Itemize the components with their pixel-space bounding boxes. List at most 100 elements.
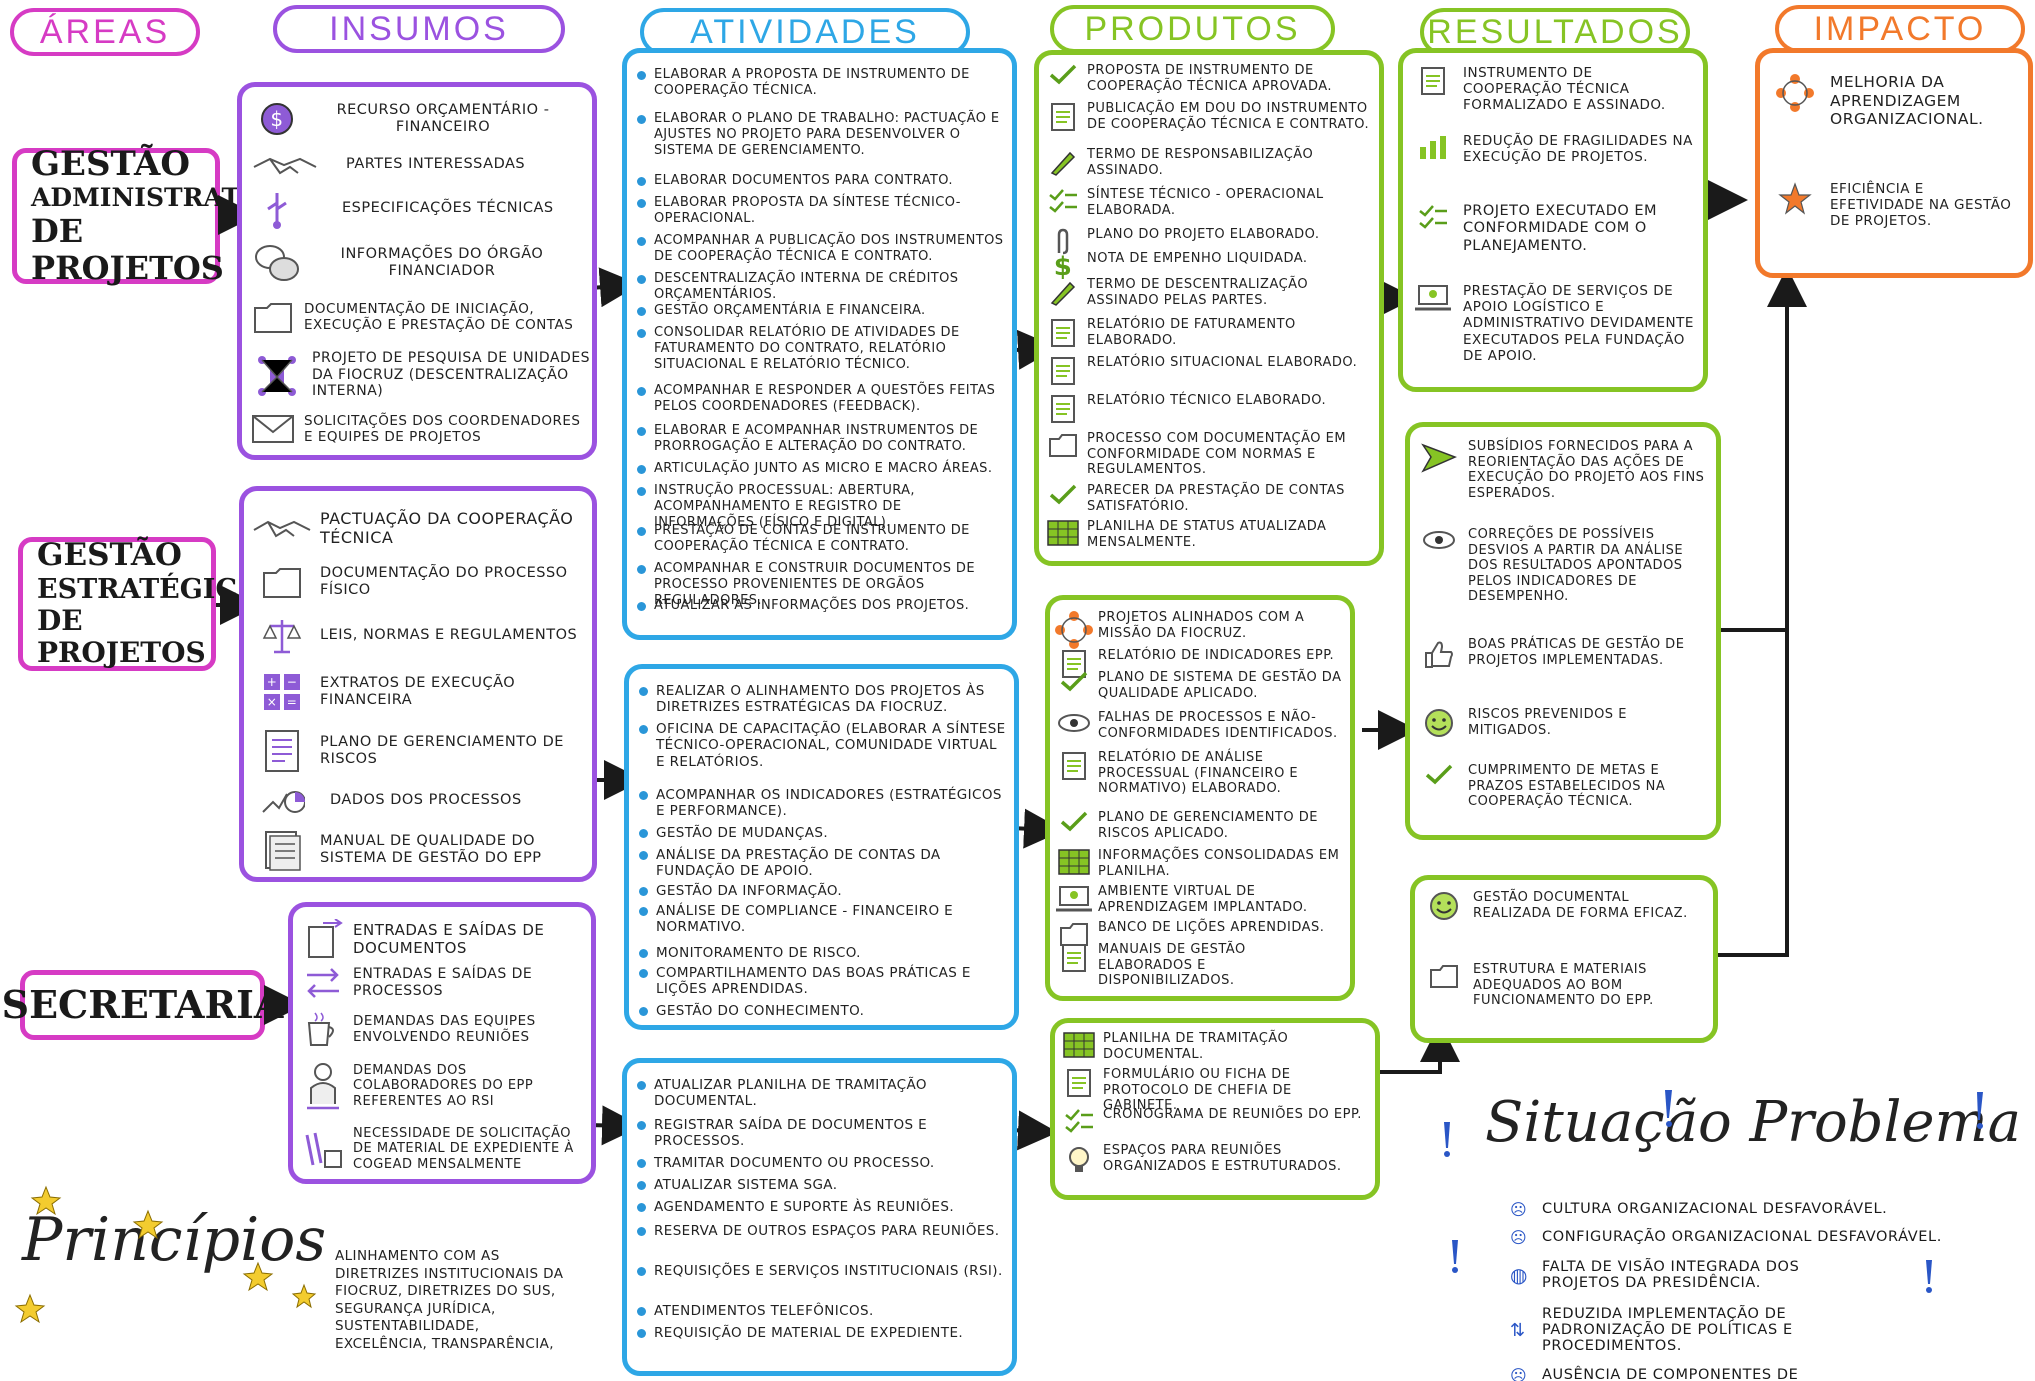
header-impacto: IMPACTO <box>1775 5 2025 53</box>
activity-text: ELABORAR O PLANO DE TRABALHO: PACTUAÇÃO … <box>654 111 1000 158</box>
produtos-item: PLANO DO PROJETO ELABORADO. <box>1039 227 1379 257</box>
speech-bubbles-icon <box>242 241 312 285</box>
produtos-item: MANUAIS DE GESTÃO ELABORADOS E DISPONIBI… <box>1050 942 1350 989</box>
insumo-item: DEMANDAS DAS EQUIPES ENVOLVENDO REUNIÕES <box>293 1007 591 1051</box>
item-text: REDUÇÃO DE FRAGILIDADES NA EXECUÇÃO DE P… <box>1463 133 1693 166</box>
resultados-box-2: SUBSÍDIOS FORNECIDOS PARA A REORIENTAÇÃO… <box>1405 422 1721 840</box>
checks-icon <box>1039 187 1087 219</box>
bullet-dot <box>637 1121 646 1130</box>
area-gestao-administrativa: GESTÃO ADMINISTRATIVA DE PROJETOS <box>12 144 289 286</box>
insumo-item: ESPECIFICAÇÕES TÉCNICAS <box>242 187 592 231</box>
bullet-dot <box>639 969 648 978</box>
produtos-box-1: PROPOSTA DE INSTRUMENTO DE COOPERAÇÃO TÉ… <box>1034 50 1384 566</box>
activity-text: INSTRUÇÃO PROCESSUAL: ABERTURA, ACOMPANH… <box>654 483 915 530</box>
insumo-item: DEMANDAS DOS COLABORADORES DO EPP REFERE… <box>293 1057 591 1115</box>
item-text: TERMO DE DESCENTRALIZAÇÃO ASSINADO PELAS… <box>1087 277 1309 308</box>
activity-text: ATUALIZAR SISTEMA SGA. <box>654 1177 838 1193</box>
bullet-dot <box>637 71 646 80</box>
item-text: NOTA DE EMPENHO LIQUIDADA. <box>1087 251 1308 266</box>
produtos-item: PROPOSTA DE INSTRUMENTO DE COOPERAÇÃO TÉ… <box>1039 63 1379 94</box>
activity-text: OFICINA DE CAPACITAÇÃO (ELABORAR A SÍNTE… <box>656 721 1006 770</box>
bullet-dot <box>637 565 646 574</box>
item-text: PLANO DE SISTEMA DE GESTÃO DA QUALIDADE … <box>1098 670 1342 701</box>
svg-text:×: × <box>267 695 278 709</box>
doc-icon <box>1039 355 1087 387</box>
bullet-dot <box>637 275 646 284</box>
item-text: PROJETOS ALINHADOS COM A MISSÃO DA FIOCR… <box>1098 610 1305 641</box>
exclamation-decoration <box>1444 1090 1983 1293</box>
item-text: INFORMAÇÕES CONSOLIDADAS EM PLANILHA. <box>1098 848 1340 879</box>
item-text: PROJETO EXECUTADO EM CONFORMIDADE COM O … <box>1463 203 1658 254</box>
produtos-item: FALHAS DE PROCESSOS E NÃO-CONFORMIDADES … <box>1050 710 1350 741</box>
produtos-item: PLANILHA DE STATUS ATUALIZADA MENSALMENT… <box>1039 519 1379 550</box>
activity-text: ELABORAR DOCUMENTOS PARA CONTRATO. <box>654 173 953 188</box>
activity-item: COMPARTILHAMENTO DAS BOAS PRÁTICAS E LIÇ… <box>639 965 1006 998</box>
insumo-item: PROJETO DE PESQUISA DE UNIDADES DA FIOCR… <box>242 345 592 405</box>
activity-item: REQUISIÇÃO DE MATERIAL DE EXPEDIENTE. <box>637 1325 1004 1341</box>
activity-item: ELABORAR E ACOMPANHAR INSTRUMENTOS DE PR… <box>637 423 1004 455</box>
bullet-dot <box>639 829 648 838</box>
activity-item: ELABORAR PROPOSTA DA SÍNTESE TÉCNICO-OPE… <box>637 195 1004 227</box>
insumo-item: LEIS, NORMAS E REGULAMENTOS <box>244 613 592 659</box>
sheet-icon <box>1050 848 1098 876</box>
item-text: MELHORIA DA APRENDIZAGEM ORGANIZACIONAL. <box>1830 73 1984 129</box>
activity-item: ATENDIMENTOS TELEFÔNICOS. <box>637 1303 1004 1319</box>
doc-icon <box>1050 750 1098 782</box>
resultados-item: SUBSÍDIOS FORNECIDOS PARA A REORIENTAÇÃO… <box>1410 439 1716 501</box>
bullet-dot <box>639 907 648 916</box>
item-text: ESTRUTURA E MATERIAIS ADEQUADOS AO BOM F… <box>1473 962 1654 1009</box>
insumo-item: DOCUMENTAÇÃO DO PROCESSO FÍSICO <box>244 559 592 605</box>
area-line: GESTÃO <box>31 144 190 185</box>
insumo-item: ENTRADAS E SAÍDAS DE DOCUMENTOS <box>293 919 591 959</box>
check-icon <box>1039 63 1087 85</box>
activity-item: ARTICULAÇÃO JUNTO AS MICRO E MACRO ÁREAS… <box>637 461 1004 477</box>
document-list-icon <box>244 728 320 774</box>
principios-text: ALINHAMENTO COM AS DIRETRIZES INSTITUCIO… <box>335 1248 564 1352</box>
item-text: FORMULÁRIO OU FICHA DE PROTOCOLO DE CHEF… <box>1103 1067 1292 1114</box>
bullet-dot <box>637 387 646 396</box>
activity-text: CONSOLIDAR RELATÓRIO DE ATIVIDADES DE FA… <box>654 325 960 372</box>
situacao-item: ⇅ REDUZIDA IMPLEMENTAÇÃO DE PADRONIZAÇÃO… <box>1510 1306 1793 1354</box>
folder-icon <box>242 298 304 336</box>
resultados-box-1: INSTRUMENTO DE COOPERAÇÃO TÉCNICA FORMAL… <box>1398 48 1708 392</box>
svg-text:$: $ <box>270 107 283 131</box>
globe-icon: ◍ <box>1510 1263 1528 1287</box>
activity-text: ELABORAR E ACOMPANHAR INSTRUMENTOS DE PR… <box>654 423 979 454</box>
item-text: CORREÇÕES DE POSSÍVEIS DESVIOS A PARTIR … <box>1468 527 1684 605</box>
item-text: RELATÓRIO SITUACIONAL ELABORADO. <box>1087 355 1358 370</box>
bullet-dot <box>637 1081 646 1090</box>
scales-icon <box>244 616 320 656</box>
produtos-item: PROJETOS ALINHADOS COM A MISSÃO DA FIOCR… <box>1050 610 1350 650</box>
situacao-list: ☹ CULTURA ORGANIZACIONAL DESFAVORÁVEL. ☹… <box>1510 1195 2010 1381</box>
produtos-item: FORMULÁRIO OU FICHA DE PROTOCOLO DE CHEF… <box>1055 1067 1375 1114</box>
item-text: PROCESSO COM DOCUMENTAÇÃO EM CONFORMIDAD… <box>1087 431 1347 478</box>
activity-item: ATUALIZAR SISTEMA SGA. <box>637 1177 1004 1193</box>
star-icon <box>1760 181 1830 217</box>
item-text: TERMO DE RESPONSABILIZAÇÃO ASSINADO. <box>1087 147 1314 178</box>
activity-item: AGENDAMENTO E SUPORTE ÀS REUNIÕES. <box>637 1199 1004 1215</box>
atividades-box-2: REALIZAR O ALINHAMENTO DOS PROJETOS ÀS D… <box>624 664 1019 1030</box>
header-areas: ÁREAS <box>10 8 200 56</box>
insumo-item: NECESSIDADE DE SOLICITAÇÃO DE MATERIAL D… <box>293 1119 591 1179</box>
activity-text: PRESTAÇÃO DE CONTAS DE INSTRUMENTO DE CO… <box>654 523 970 554</box>
activity-text: REQUISIÇÕES E SERVIÇOS INSTITUCIONAIS (R… <box>654 1263 1003 1279</box>
activity-text: ATUALIZAR AS INFORMAÇÕES DOS PROJETOS. <box>654 598 970 613</box>
item-text: RELATÓRIO TÉCNICO ELABORADO. <box>1087 393 1327 408</box>
activity-item: ACOMPANHAR A PUBLICAÇÃO DOS INSTRUMENTOS… <box>637 233 1004 265</box>
eye-icon <box>1050 710 1098 736</box>
insumos-box-2: PACTUAÇÃO DA COOPERAÇÃO TÉCNICA DOCUMENT… <box>239 486 597 882</box>
folder-icon <box>244 563 320 601</box>
insumo-item: +−×= EXTRATOS DE EXECUÇÃO FINANCEIRA <box>244 669 592 715</box>
situacao-item: ☹ AUSÊNCIA DE COMPONENTES DE <box>1510 1361 2010 1381</box>
produtos-item: INFORMAÇÕES CONSOLIDADAS EM PLANILHA. <box>1050 848 1350 879</box>
bullet-dot <box>637 427 646 436</box>
sheet-icon <box>1055 1031 1103 1059</box>
activity-item: REGISTRAR SAÍDA DE DOCUMENTOS E PROCESSO… <box>637 1117 1004 1150</box>
activity-item: ELABORAR O PLANO DE TRABALHO: PACTUAÇÃO … <box>637 111 1004 159</box>
insumos-box-1: $ RECURSO ORÇAMENTÁRIO - FINANCEIRO PART… <box>237 82 597 460</box>
stars-decoration <box>14 1185 317 1324</box>
item-text: PRESTAÇÃO DE SERVIÇOS DE APOIO LOGÍSTICO… <box>1463 283 1694 364</box>
insumo-item: DOCUMENTAÇÃO DE INICIAÇÃO, EXECUÇÃO E PR… <box>242 293 592 341</box>
produtos-item: PUBLICAÇÃO EM DOU DO INSTRUMENTO DE COOP… <box>1039 101 1379 133</box>
item-text: BOAS PRÁTICAS DE GESTÃO DE PROJETOS IMPL… <box>1468 637 1685 668</box>
